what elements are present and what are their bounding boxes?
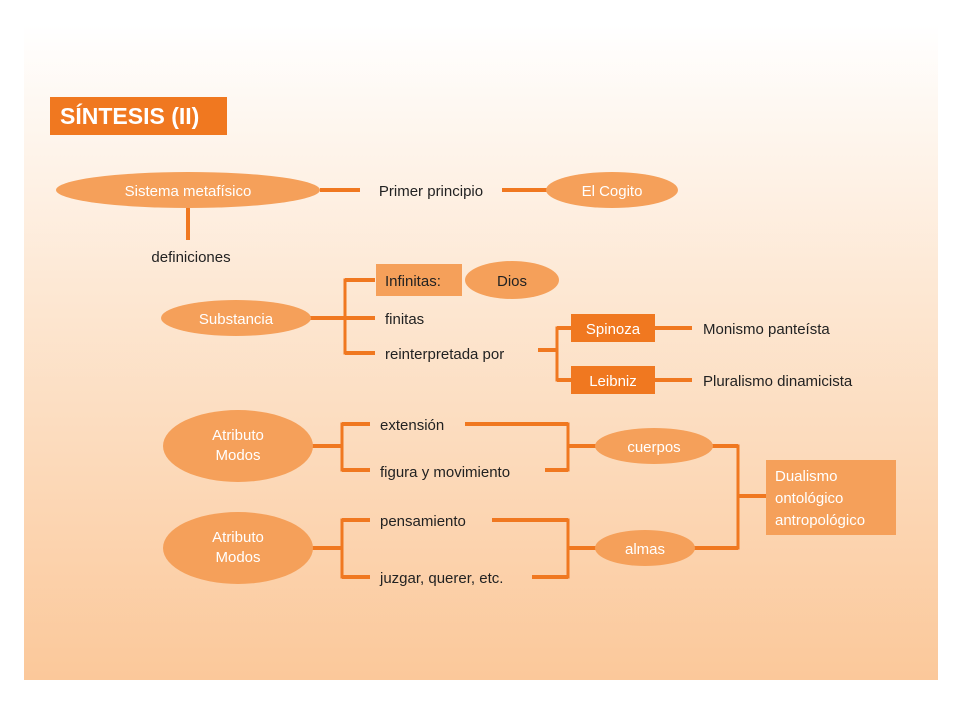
definiciones-label: definiciones <box>151 249 230 266</box>
atributo2-line2: Modos <box>215 549 260 566</box>
monismo-label: Monismo panteísta <box>703 321 830 338</box>
atributo2-node <box>163 512 313 584</box>
primer-principio-label: Primer principio <box>379 183 483 200</box>
pluralismo-label: Pluralismo dinamicista <box>703 373 853 390</box>
reinterpretada-label: reinterpretada por <box>385 346 504 363</box>
substancia-label: Substancia <box>199 311 274 328</box>
atributo1-line1: Atributo <box>212 427 264 444</box>
sistema-metafisico-node <box>56 172 320 208</box>
substancia-node <box>161 300 311 336</box>
dios-label: Dios <box>497 273 527 290</box>
atributo1-node <box>163 410 313 482</box>
bracket-reinterpretada <box>555 326 564 382</box>
atributo2-line1: Atributo <box>212 529 264 546</box>
connectors <box>186 188 766 579</box>
bracket-atributo2 <box>340 518 349 579</box>
cuerpos-label: cuerpos <box>627 439 680 456</box>
cuerpos-node <box>595 428 713 464</box>
spinoza-label: Spinoza <box>586 321 641 338</box>
finitas-label: finitas <box>385 311 424 328</box>
figura-label: figura y movimiento <box>380 464 510 481</box>
atributo1-line2: Modos <box>215 447 260 464</box>
dualismo-box <box>766 460 896 535</box>
leibniz-label: Leibniz <box>589 373 637 390</box>
pensamiento-label: pensamiento <box>380 513 466 530</box>
almas-label: almas <box>625 541 665 558</box>
bracket-atributo1 <box>340 422 349 472</box>
infinitas-box <box>376 264 462 296</box>
page-title: SÍNTESIS (II) <box>50 97 227 135</box>
sistema-metafisico-label: Sistema metafísico <box>125 183 252 200</box>
leibniz-box <box>571 366 655 394</box>
dualismo-line3: antropológico <box>775 512 865 529</box>
almas-node <box>595 530 695 566</box>
dios-node <box>465 261 559 299</box>
el-cogito-label: El Cogito <box>582 183 643 200</box>
extension-label: extensión <box>380 417 444 434</box>
dualismo-line2: ontológico <box>775 490 843 507</box>
el-cogito-node <box>546 172 678 208</box>
juzgar-label: juzgar, querer, etc. <box>379 570 503 587</box>
dualismo-line1: Dualismo <box>775 468 838 485</box>
bracket-almas <box>561 518 570 579</box>
infinitas-label: Infinitas: <box>385 273 441 290</box>
bracket-cuerpos <box>561 422 570 472</box>
bracket-dualismo <box>731 444 740 550</box>
spinoza-box <box>571 314 655 342</box>
